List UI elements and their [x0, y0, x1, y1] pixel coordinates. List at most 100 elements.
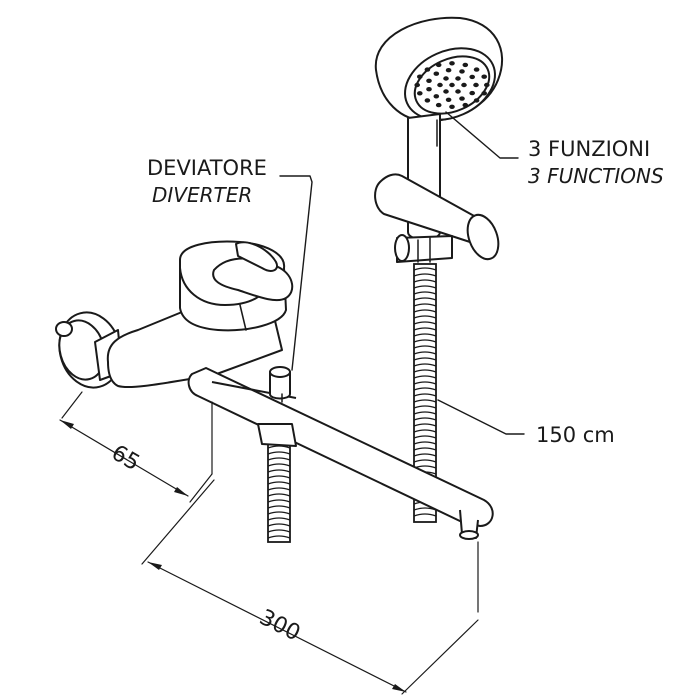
hose-ridge — [413, 309, 437, 313]
nozzle-dot — [449, 82, 455, 88]
hose-ridge — [413, 441, 437, 445]
nozzle-dot — [443, 76, 449, 81]
hose-ridge — [413, 399, 437, 403]
hose-ridge — [413, 297, 437, 301]
dimension-300-label: 300 — [255, 605, 304, 646]
hose-ridge — [413, 351, 437, 355]
dimension-65 — [59, 391, 213, 503]
nozzle-dot — [484, 82, 490, 88]
hose-ridge — [267, 487, 291, 491]
hose-ridge — [267, 451, 291, 455]
diverter-knob — [269, 366, 291, 403]
hose-ridge — [267, 535, 291, 539]
hose-ridge — [413, 363, 437, 367]
hose-ridge — [413, 339, 437, 343]
hose-ridge — [267, 511, 291, 515]
nozzle-dot — [433, 94, 440, 99]
hose-ridge — [267, 529, 291, 533]
hose-ridge — [413, 273, 437, 277]
hose-length-label: 150 cm — [536, 423, 615, 447]
shower-head — [374, 16, 504, 123]
nozzle-dot — [435, 102, 442, 108]
nozzle-dot — [426, 78, 432, 84]
nozzle-dot — [481, 74, 488, 79]
hose-ridge — [413, 405, 437, 409]
mixer-lever — [212, 241, 294, 302]
nozzle-dot — [459, 69, 465, 74]
nozzle-dot — [449, 104, 455, 110]
hose-ridge — [413, 453, 437, 457]
nozzle-dot — [455, 89, 461, 94]
inlet-hose — [267, 423, 291, 543]
functions-label-it: 3 FUNZIONI — [528, 137, 650, 161]
nozzle-dot — [417, 91, 423, 96]
hose-ridge — [413, 375, 437, 379]
hose-ridge — [413, 279, 437, 283]
nozzle-dot — [469, 90, 476, 96]
hose-ridge — [413, 315, 437, 319]
hose-ridge — [413, 291, 437, 295]
nozzle-dot — [424, 98, 431, 103]
hose-ridge — [413, 345, 437, 349]
wall-bracket — [374, 173, 500, 263]
dimension-300 — [141, 401, 479, 695]
nozzle-dot — [469, 74, 476, 80]
hose-ridge — [413, 267, 437, 271]
hose-ridge — [413, 369, 437, 373]
functions-label-en: 3 FUNCTIONS — [528, 164, 664, 188]
hose-length-leader — [437, 399, 525, 435]
hose-ridge — [413, 285, 437, 289]
hose-ridge — [413, 411, 437, 415]
nozzle-dot — [455, 76, 461, 81]
nozzle-dot — [417, 74, 423, 79]
hose-ridge — [267, 457, 291, 461]
nozzle-dot — [414, 82, 421, 88]
dimension-65-label: 65 — [107, 441, 144, 477]
diverter-leader — [279, 175, 313, 371]
hose-ridge — [267, 505, 291, 509]
hose-ridge — [267, 493, 291, 497]
nozzle-dot — [449, 61, 455, 66]
hose-ridge — [413, 417, 437, 421]
hose-ridge — [413, 513, 437, 517]
nozzle-dot — [462, 102, 469, 108]
nozzle-dot — [426, 87, 432, 92]
hose-ridge — [413, 459, 437, 463]
hose-ridge — [267, 499, 291, 503]
hose-ridge — [413, 381, 437, 385]
hose-ridge — [267, 475, 291, 479]
nozzle-dot — [433, 71, 440, 76]
nozzle-dot — [461, 82, 467, 88]
hose-ridge — [413, 435, 437, 439]
functions-leader — [445, 111, 519, 159]
hose-ridge — [413, 327, 437, 331]
hose-ridge — [267, 517, 291, 521]
nozzle-dot — [473, 67, 480, 72]
nozzle-dot — [424, 67, 431, 72]
hose-ridge — [267, 469, 291, 473]
nozzle-dot — [481, 91, 488, 96]
hose-ridge — [267, 481, 291, 485]
hose-ridge — [267, 463, 291, 467]
hose-ridge — [413, 393, 437, 397]
diverter-label-en: DIVERTER — [152, 183, 252, 207]
nozzle-dot — [445, 68, 452, 73]
nozzle-dot — [437, 82, 443, 88]
nozzle-dot — [443, 89, 449, 94]
nozzle-dot — [445, 97, 452, 103]
hose-ridge — [413, 333, 437, 337]
hose-ridge — [413, 387, 437, 391]
hose-ridge — [413, 357, 437, 361]
swivel-spout — [187, 367, 494, 540]
hose-ridge — [267, 523, 291, 527]
nozzle-dot — [462, 62, 469, 68]
diverter-label-it: DEVIATORE — [147, 156, 267, 180]
shower-nozzles — [414, 61, 490, 110]
nozzle-dot — [435, 62, 442, 68]
hose-ridge — [413, 321, 437, 325]
hose-ridge — [413, 303, 437, 307]
hose-ridge — [413, 429, 437, 433]
hose-ridge — [413, 423, 437, 427]
nozzle-dot — [473, 98, 480, 103]
